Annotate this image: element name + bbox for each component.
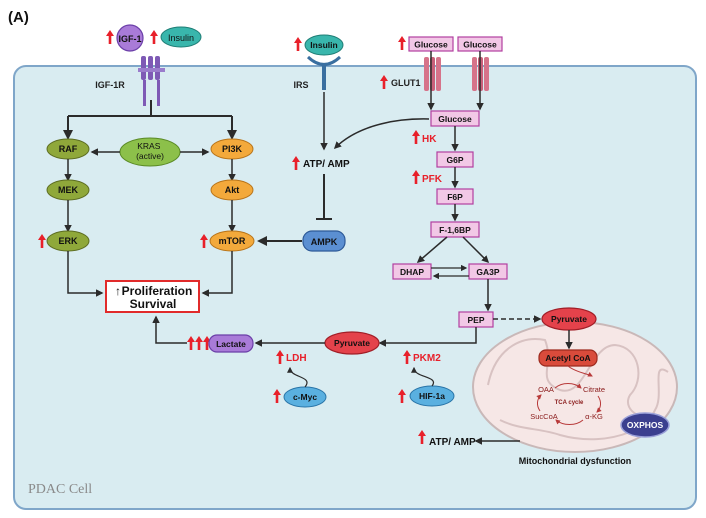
mitochondrion-cristae — [487, 338, 669, 441]
insulin-center-label: Insulin — [310, 40, 337, 50]
arrow-hif1a-pkm2 — [411, 366, 435, 387]
irs-stalk — [322, 66, 326, 90]
glucose-label: Glucose — [438, 114, 472, 124]
ldh-label: LDH — [286, 353, 307, 364]
f16bp-label: F-1,6BP — [439, 225, 471, 235]
arrow-pep-pyruvate — [378, 327, 477, 347]
insulin-center-node — [304, 34, 344, 56]
acetylcoa-label: Acetyl CoA — [545, 353, 590, 363]
pfk-label: PFK — [422, 174, 443, 185]
ga3p-label: GA3P — [476, 267, 499, 277]
hk-label: HK — [422, 134, 437, 145]
panel-label: (A) — [8, 9, 29, 26]
raf-label: RAF — [59, 144, 78, 154]
tca-arrow-akg-succoa — [555, 419, 584, 425]
arrow-erk-outcome — [67, 251, 104, 297]
glut1-label: GLUT1 — [391, 78, 421, 88]
pyruvate-label: Pyruvate — [334, 338, 370, 348]
mek-label: MEK — [58, 185, 79, 195]
f16bp-box — [430, 221, 480, 238]
atp-amp-bottom-label: ATP/ AMP — [429, 437, 476, 448]
dhap-box — [392, 263, 432, 280]
akt-label: Akt — [225, 185, 240, 195]
mito-caption: Mitochondrial dysfunction — [519, 456, 632, 466]
kras-label: KRAS (active) — [136, 141, 164, 161]
irs-label: IRS — [293, 80, 308, 90]
outcome-box — [105, 280, 200, 313]
pi3k-label: PI3K — [222, 144, 243, 154]
lactate-label: Lactate — [216, 339, 246, 349]
cmyc-label: c-Myc — [293, 392, 317, 402]
hif1a-label: HIF-1a — [419, 391, 445, 401]
glucose-ext-label-2: Glucose — [463, 40, 497, 50]
igf1r-receptor — [138, 56, 165, 106]
mtor-label: mTOR — [219, 236, 246, 246]
glucose-ext-label-1: Glucose — [414, 40, 448, 50]
g6p-label: G6P — [446, 155, 463, 165]
oxphos-node — [620, 412, 670, 438]
up-arrow-insulin-left — [150, 30, 158, 44]
arrow-igf1r-branch — [68, 100, 232, 117]
tca-akg: α-KG — [585, 412, 603, 421]
tca-arrow-succoa-oaa — [536, 394, 542, 412]
ampk-label: AMPK — [311, 237, 338, 247]
outcome-up-glyph: ↑ — [115, 284, 121, 298]
irs-receptor — [306, 55, 342, 66]
kras-line2: (active) — [136, 151, 164, 161]
arrow-acetylcoa-tca — [567, 365, 593, 377]
igf1-label: IGF-1 — [118, 34, 141, 44]
tca-arrow-oaa-citrate — [554, 383, 582, 389]
tca-succoa: SucCoA — [530, 412, 558, 421]
outcome-line1: Proliferation — [122, 284, 193, 298]
dhap-label: DHAP — [400, 267, 424, 277]
outcome-line2: Survival — [130, 297, 177, 311]
lactate-node — [208, 334, 254, 353]
f6p-label: F6P — [447, 192, 463, 202]
glut1-transporter-1 — [424, 57, 441, 91]
insulin-left-label: Insulin — [168, 33, 194, 43]
ampk-node — [302, 230, 346, 252]
cell-label: PDAC Cell — [28, 482, 92, 497]
arrow-glucose-atp — [333, 118, 430, 150]
oxphos-label: OXPHOS — [627, 420, 664, 430]
up-arrow-insulin-center — [294, 37, 302, 51]
arrow-mtor-outcome — [201, 251, 233, 297]
tca-citrate: Citrate — [583, 385, 605, 394]
mito-pyruvate-label: Pyruvate — [551, 314, 587, 324]
up-arrow-glucose-ext — [398, 36, 406, 50]
igf1r-label: IGF-1R — [95, 80, 125, 90]
arrow-lactate-outcome — [152, 315, 187, 344]
inhibit-atp-ampk — [316, 174, 332, 220]
arrow-cmyc-ldh — [287, 366, 308, 388]
pkm2-label: PKM2 — [413, 353, 441, 364]
pep-label: PEP — [467, 315, 484, 325]
tca-label: TCA cycle — [555, 400, 584, 406]
erk-label: ERK — [58, 236, 78, 246]
arrow-f16bp-ga3p — [462, 236, 490, 264]
up-arrow-igf1 — [106, 30, 114, 44]
tca-oaa: OAA — [538, 385, 554, 394]
atp-amp-center-label: ATP/ AMP — [303, 159, 350, 170]
kras-line1: KRAS — [137, 141, 160, 151]
igf1-node — [116, 24, 144, 52]
arrow-f16bp-dhap — [416, 236, 448, 263]
tca-arrow-citrate-akg — [596, 395, 602, 413]
insulin-left-node — [160, 26, 202, 48]
